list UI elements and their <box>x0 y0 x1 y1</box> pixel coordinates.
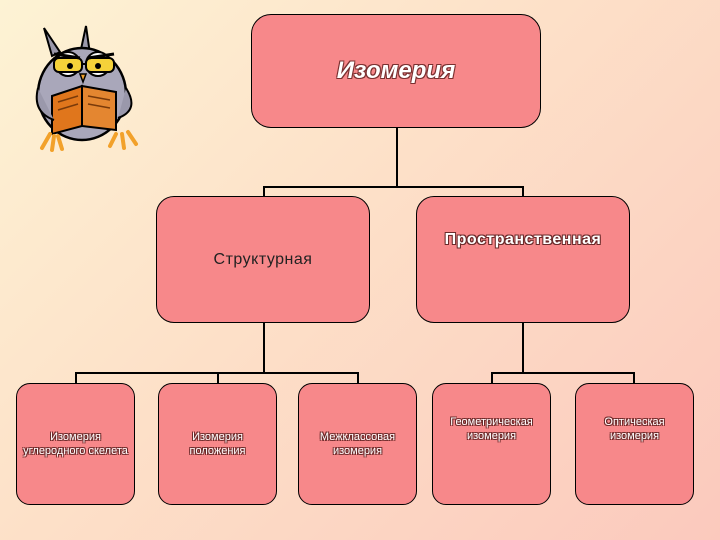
connector-root-down <box>396 128 398 187</box>
owl-reading-book-icon <box>35 25 138 152</box>
connector-to-optical <box>633 372 635 383</box>
node-geometric: Геометрическая изомерия <box>432 383 551 505</box>
node-optical: Оптическая изомерия <box>575 383 694 505</box>
connector-to-structural <box>263 186 265 196</box>
node-position: Изомерия положения <box>158 383 277 505</box>
connector-spatial-down <box>522 323 524 373</box>
node-carbon-skeleton: Изомерия углеродного скелета <box>16 383 135 505</box>
node-structural-label: Структурная <box>213 250 313 268</box>
node-geometric-label: Геометрическая изомерия <box>450 416 533 442</box>
connector-to-geometric <box>491 372 493 383</box>
node-spatial-label: Пространственная <box>444 230 602 248</box>
connector-to-spatial <box>522 186 524 196</box>
node-spatial: Пространственная <box>416 196 630 323</box>
node-structural: Структурная <box>156 196 370 323</box>
connector-to-interclass <box>357 372 359 383</box>
connector-to-carbon-skeleton <box>75 372 77 383</box>
node-isomerism-label: Изомерия <box>336 57 456 84</box>
node-interclass-label: Межклассовая изомерия <box>319 431 396 457</box>
connector-structural-down <box>263 323 265 373</box>
node-optical-label: Оптическая изомерия <box>604 416 665 442</box>
node-carbon-skeleton-label: Изомерия углеродного скелета <box>23 431 128 457</box>
node-isomerism: Изомерия <box>251 14 541 128</box>
connector-level1-bar <box>263 186 524 188</box>
connector-spatial-bar <box>491 372 635 374</box>
node-position-label: Изомерия положения <box>189 431 246 457</box>
node-interclass: Межклассовая изомерия <box>298 383 417 505</box>
connector-to-position <box>217 372 219 383</box>
